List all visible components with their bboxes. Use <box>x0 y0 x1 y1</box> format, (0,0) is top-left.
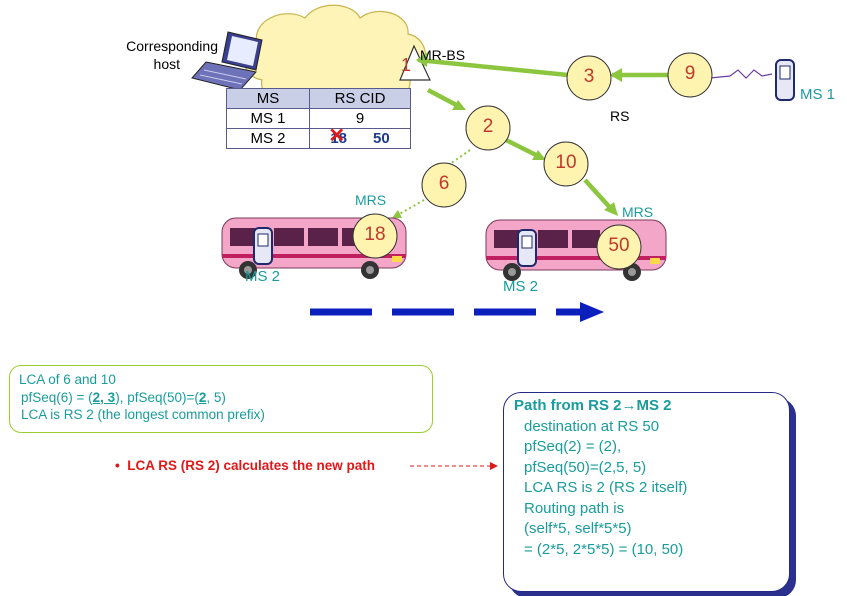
table-header-row: MS RS CID <box>226 88 411 109</box>
node-18: 18 <box>364 224 386 245</box>
path-line: = (2*5, 2*5*5) = (10, 50) <box>524 540 684 558</box>
phone-icon-ms2-right <box>517 229 537 267</box>
path-line: pfSeq(50)=(2,5, 5) <box>524 458 647 476</box>
lca-bullet: • LCA RS (RS 2) calculates the new path <box>115 458 375 473</box>
node-10: 10 <box>555 152 577 173</box>
table-header-rs-cid: RS CID <box>309 88 411 109</box>
node-6: 6 <box>438 173 450 194</box>
node-50: 50 <box>608 235 630 256</box>
ms2-left-label: MS 2 <box>245 268 281 285</box>
link-arrowheads <box>416 52 622 216</box>
table-cell-cid: 9 <box>309 108 411 129</box>
path-box-title: Path from RS 2→MS 2 <box>514 397 672 414</box>
table-cell-ms: MS 1 <box>226 108 310 129</box>
wireless-link <box>709 69 773 79</box>
path-note-box: Path from RS 2→MS 2 destination at RS 50… <box>503 392 790 592</box>
lca-line-3: LCA is RS 2 (the longest common prefix) <box>21 407 265 422</box>
rs-label: RS <box>610 108 630 124</box>
path-line: (self*5, self*5*5) <box>524 520 632 537</box>
cross-mark-icon: ✕ <box>328 125 346 147</box>
lca-line-2: pfSeq(6) = (2, 3), pfSeq(50)=(2, 5) <box>21 389 423 407</box>
ms1-label: MS 1 <box>800 86 836 103</box>
lca-note-box: LCA of 6 and 10 pfSeq(6) = (2, 3), pfSeq… <box>9 365 433 433</box>
lca-line-2-c: ), pfSeq(50)=( <box>115 389 199 405</box>
mrs-node-circles <box>352 213 642 270</box>
lca-line-1: LCA of 6 and 10 <box>19 372 116 387</box>
old-cid-struck: 18✕ <box>328 126 347 147</box>
path-line: LCA RS is 2 (RS 2 itself) <box>524 479 688 496</box>
node-3: 3 <box>583 66 595 87</box>
rs-cid-table: MS RS CID MS 1 9 MS 2 18✕ 50 <box>226 88 411 149</box>
bullet-dot-icon: • <box>115 458 128 473</box>
new-cid-value: 50 <box>373 130 390 147</box>
lca-bullet-text: LCA RS (RS 2) calculates the new path <box>127 458 376 473</box>
node-1: 1 <box>400 55 411 75</box>
ms2-right-label: MS 2 <box>503 278 539 295</box>
mrs-right-label: MRS <box>622 204 654 220</box>
node-9: 9 <box>684 63 696 84</box>
mrs-left-label: MRS <box>355 192 387 208</box>
dotted-arrowhead <box>392 210 402 218</box>
old-cid-value: 18 <box>330 130 347 147</box>
bullet-arrow <box>410 462 498 470</box>
path-line: destination at RS 50 <box>524 417 660 435</box>
dotted-links <box>395 149 471 217</box>
lca-line-2-b: 2, 3 <box>92 389 116 405</box>
corresponding-host-line1: Corresponding <box>126 38 218 54</box>
movement-arrowhead <box>580 302 604 322</box>
node-circles <box>421 52 713 208</box>
node-2: 2 <box>482 116 494 137</box>
path-line: Routing path is <box>524 499 625 517</box>
table-row: MS 1 9 <box>226 108 411 129</box>
table-row: MS 2 18✕ 50 <box>226 126 411 149</box>
mrbs-label: MR-BS <box>420 47 466 63</box>
path-line: pfSeq(2) = (2), <box>524 438 622 455</box>
corresponding-host-line2: host <box>153 56 180 72</box>
lca-line-2-a: pfSeq(6) = ( <box>21 389 93 405</box>
lca-line-2-e: , 5) <box>206 389 226 405</box>
table-cell-ms: MS 2 <box>226 128 310 149</box>
phone-icon-ms2-left <box>253 227 273 265</box>
lca-line-2-d: 2 <box>198 389 207 405</box>
corresponding-host-label: Corresponding host <box>106 37 218 73</box>
laptop-icon <box>191 31 263 91</box>
phone-icon-ms1 <box>775 59 795 101</box>
table-header-ms: MS <box>226 88 310 109</box>
table-cell-cid: 18✕ 50 <box>309 126 411 149</box>
